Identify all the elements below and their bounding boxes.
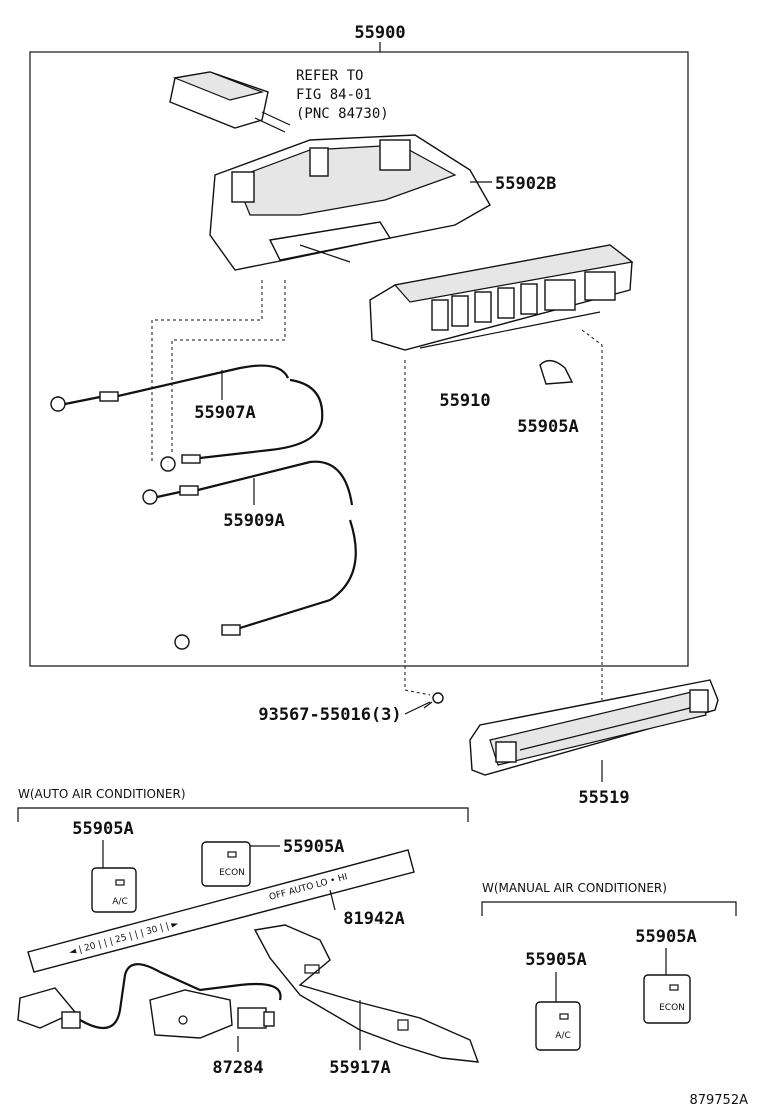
label-55900: 55900 bbox=[354, 23, 405, 43]
label-55907A: 55907A bbox=[194, 403, 255, 423]
label-55910: 55910 bbox=[439, 391, 490, 411]
section-manual: W(MANUAL AIR CONDITIONER) bbox=[482, 881, 667, 895]
diagram-id: 879752A bbox=[689, 1093, 748, 1108]
assembly-frame bbox=[29, 51, 689, 667]
label-55905A-auto-2: 55905A bbox=[283, 837, 344, 857]
wire-55909A bbox=[142, 460, 357, 650]
ac-button-manual: A/C bbox=[535, 1001, 581, 1051]
label-55902B: 55902B bbox=[495, 174, 556, 194]
label-55905A-auto-1: 55905A bbox=[72, 819, 133, 839]
refer-line-2: FIG 84-01 bbox=[296, 87, 372, 103]
ac-button-auto-label: A/C bbox=[112, 897, 127, 907]
ac-button-auto: A/C bbox=[91, 867, 137, 913]
panel-55519 bbox=[469, 679, 719, 776]
section-auto: W(AUTO AIR CONDITIONER) bbox=[18, 787, 186, 801]
knob-55905A-top bbox=[539, 360, 574, 385]
control-unit-55910 bbox=[369, 244, 634, 351]
econ-button-auto: ECON bbox=[201, 841, 251, 887]
section-auto-bracket bbox=[17, 807, 469, 822]
refer-line-1: REFER TO bbox=[296, 68, 363, 84]
bracket-55902B bbox=[209, 134, 491, 271]
screw-93567 bbox=[423, 692, 444, 709]
refer-line-3: (PNC 84730) bbox=[296, 106, 389, 122]
label-93567-55016: 93567-55016(3) bbox=[258, 705, 401, 725]
label-55917A: 55917A bbox=[329, 1058, 390, 1078]
label-55905A-top: 55905A bbox=[517, 417, 578, 437]
connector-87284 bbox=[17, 963, 282, 1039]
label-81942A: 81942A bbox=[343, 909, 404, 929]
ac-button-manual-label: A/C bbox=[555, 1031, 570, 1041]
label-55905A-manual-2: 55905A bbox=[635, 927, 696, 947]
lever-55917A bbox=[253, 924, 480, 1063]
wire-55907A bbox=[50, 364, 324, 472]
label-55519: 55519 bbox=[578, 788, 629, 808]
section-manual-bracket bbox=[481, 901, 737, 916]
label-55905A-manual-1: 55905A bbox=[525, 950, 586, 970]
label-87284: 87284 bbox=[212, 1058, 263, 1078]
label-55909A: 55909A bbox=[223, 511, 284, 531]
refer-part bbox=[169, 71, 291, 133]
econ-button-manual: ECON bbox=[643, 974, 691, 1024]
econ-button-manual-label: ECON bbox=[659, 1003, 685, 1013]
econ-button-auto-label: ECON bbox=[219, 868, 245, 878]
